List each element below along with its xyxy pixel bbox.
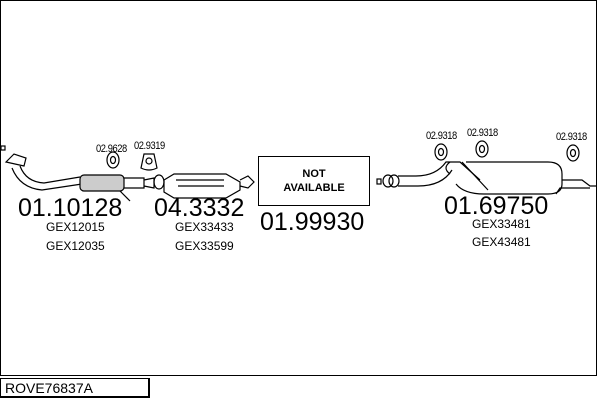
reference-number[interactable]: GEX12015 — [46, 220, 105, 234]
mount-part-number[interactable]: 02.9628 — [96, 143, 127, 155]
front-pipe-part[interactable] — [0, 145, 155, 202]
part-price[interactable]: 01.69750 — [444, 192, 549, 220]
mount-part-number[interactable]: 02.9318 — [426, 130, 457, 142]
rubber-mount[interactable] — [106, 151, 120, 169]
diagram-code: ROVE76837A — [0, 378, 150, 398]
rear-silencer-part[interactable] — [376, 161, 596, 195]
part-price[interactable]: 01.10128 — [18, 194, 123, 222]
rubber-mount[interactable] — [566, 144, 580, 162]
not-available-box: NOT AVAILABLE — [258, 156, 370, 206]
rubber-mount[interactable] — [140, 153, 158, 171]
part-price[interactable]: 04.3332 — [154, 194, 245, 222]
reference-number[interactable]: GEX43481 — [472, 235, 531, 249]
not-available-label: NOT — [302, 168, 326, 180]
reference-number[interactable]: GEX33481 — [472, 217, 531, 231]
not-available-label: AVAILABLE — [283, 182, 345, 194]
reference-number[interactable]: GEX33599 — [175, 239, 234, 253]
mount-part-number[interactable]: 02.9319 — [134, 140, 165, 152]
rubber-mount[interactable] — [434, 143, 448, 161]
reference-number[interactable]: GEX33433 — [175, 220, 234, 234]
rubber-mount[interactable] — [475, 140, 489, 158]
mount-part-number[interactable]: 02.9318 — [467, 127, 498, 139]
mount-part-number[interactable]: 02.9318 — [556, 131, 587, 143]
catalytic-converter-part[interactable] — [153, 173, 255, 199]
part-price[interactable]: 01.99930 — [260, 208, 365, 236]
reference-number[interactable]: GEX12035 — [46, 239, 105, 253]
diagram-frame — [0, 0, 597, 376]
